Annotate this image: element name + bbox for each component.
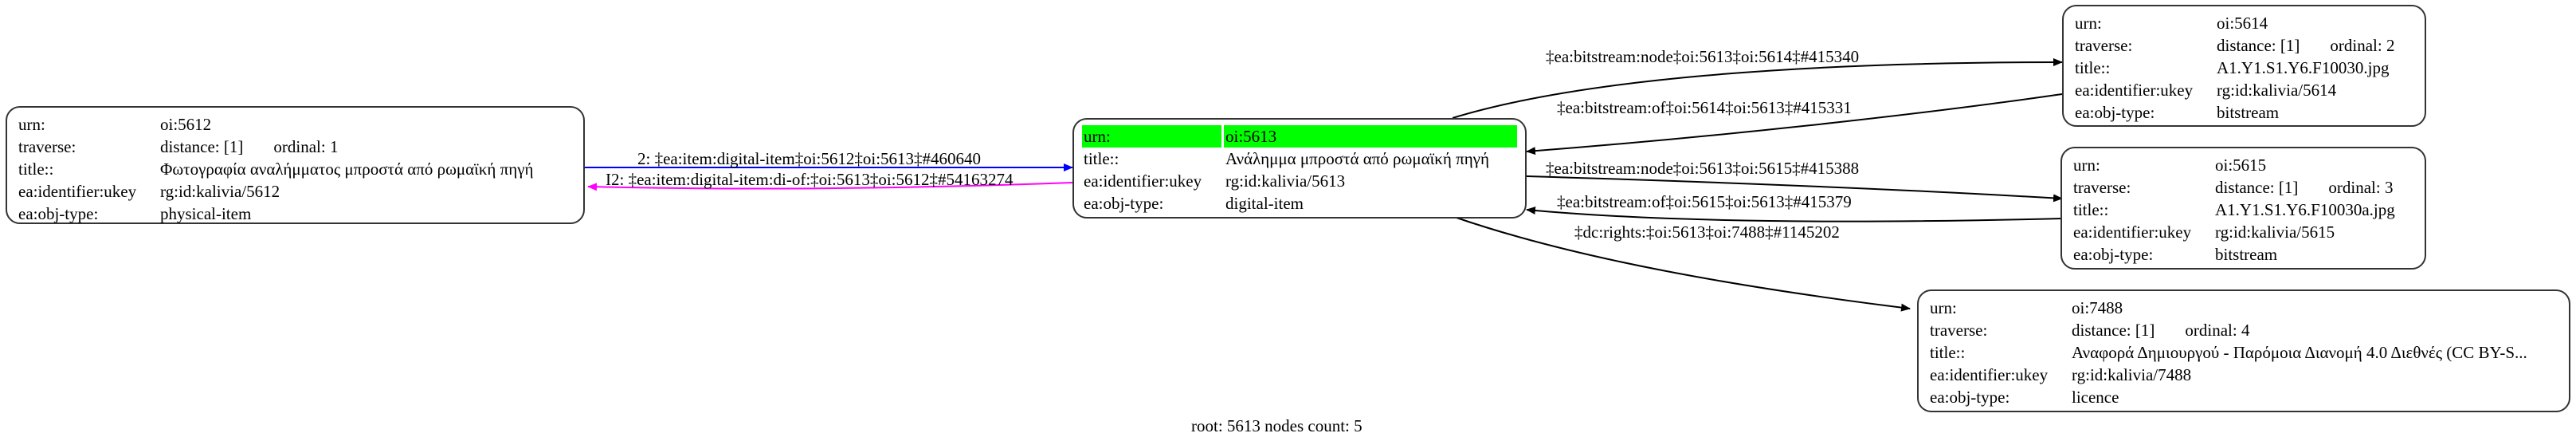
node-5615[interactable]: urn: oi:5615 traverse: distance: [1] ordina… xyxy=(2060,147,2426,270)
obj-type-label: ea:obj-type: xyxy=(1084,194,1164,213)
ukey-label: ea:identifier:ukey xyxy=(18,182,137,201)
obj-type-value: bitstream xyxy=(2215,245,2278,264)
edge-5614-to-5613 xyxy=(1526,93,2063,156)
title-value: A1.Y1.S1.Y6.F10030a.jpg xyxy=(2215,200,2395,219)
edge-label-5613-5612: I2: ‡ea:item:digital-item:di-of:‡oi:5613… xyxy=(606,170,1014,189)
edge-label-5613-5614: ‡ea:bitstream:node‡oi:5613‡oi:5614‡#4153… xyxy=(1546,47,1860,66)
urn-label: urn: xyxy=(1930,298,1957,317)
urn-label: urn: xyxy=(18,115,45,134)
urn-label: urn: xyxy=(2073,156,2100,175)
title-label: title:: xyxy=(2073,200,2109,219)
graph-footer: root: 5613 nodes count: 5 xyxy=(1191,416,1362,435)
urn-value: oi:5614 xyxy=(2217,14,2268,33)
traverse-label: traverse: xyxy=(2075,36,2133,55)
obj-type-label: ea:obj-type: xyxy=(1930,388,2010,407)
node-5614[interactable]: urn: oi:5614 traverse: distance: [1] ordina… xyxy=(2062,5,2426,127)
distance-value: distance: [1] xyxy=(160,137,244,156)
edge-5613-to-5612 xyxy=(587,182,1073,191)
obj-type-label: ea:obj-type: xyxy=(18,204,99,223)
traverse-label: traverse: xyxy=(1930,321,1988,340)
title-value: Ανάλημμα μπροστά από ρωμαϊκή πηγή xyxy=(1225,149,1489,168)
traverse-label: traverse: xyxy=(18,137,76,156)
title-label: title:: xyxy=(1930,343,1966,362)
urn-value: oi:5612 xyxy=(160,115,212,134)
edge-5615-to-5613 xyxy=(1526,207,2063,222)
distance-value: distance: [1] xyxy=(2215,178,2299,197)
ordinal-value: ordinal: 2 xyxy=(2330,36,2395,55)
ordinal-value: ordinal: 1 xyxy=(273,137,339,156)
obj-type-label: ea:obj-type: xyxy=(2073,245,2154,264)
edge-label-5613-5615: ‡ea:bitstream:node‡oi:5613‡oi:5615‡#4153… xyxy=(1546,159,1860,178)
obj-type-value: licence xyxy=(2072,388,2119,407)
ukey-label: ea:identifier:ukey xyxy=(2073,222,2192,242)
ukey-label: ea:identifier:ukey xyxy=(2075,81,2194,100)
obj-type-value: digital-item xyxy=(1225,194,1304,213)
node-5613-root[interactable]: urn:oi:5613 title::Ανάλημμα μπροστά από … xyxy=(1072,118,1527,219)
urn-label: urn: xyxy=(2075,14,2102,33)
ukey-value: rg:id:kalivia/5614 xyxy=(2217,81,2337,100)
title-label: title:: xyxy=(2075,58,2111,77)
urn-value: oi:7488 xyxy=(2072,298,2123,317)
title-label: title:: xyxy=(1084,149,1119,168)
urn-label: urn: xyxy=(1082,125,1221,148)
ordinal-value: ordinal: 3 xyxy=(2328,178,2394,197)
title-value: A1.Y1.S1.Y6.F10030.jpg xyxy=(2217,58,2390,77)
ukey-value: rg:id:kalivia/5615 xyxy=(2215,222,2335,242)
distance-value: distance: [1] xyxy=(2072,321,2155,340)
edge-label-5612-5613: 2: ‡ea:item:digital-item‡oi:5612‡oi:5613… xyxy=(637,149,982,168)
urn-value: oi:5613 xyxy=(1224,125,1517,148)
edge-5613-to-5615 xyxy=(1526,175,2063,203)
title-value: Αναφορά Δημιουργού - Παρόμοια Διανομή 4.… xyxy=(2072,343,2527,362)
node-7488[interactable]: urn: oi:7488 traverse: distance: [1] ordina… xyxy=(1917,289,2570,412)
title-value: Φωτογραφία αναλήμματος μπροστά από ρωμαϊ… xyxy=(160,159,534,179)
ordinal-value: ordinal: 4 xyxy=(2185,321,2250,340)
ukey-value: rg:id:kalivia/7488 xyxy=(2072,365,2192,384)
edge-label-5614-5613: ‡ea:bitstream:of‡oi:5614‡oi:5613‡#415331 xyxy=(1557,98,1852,117)
ukey-value: rg:id:kalivia/5613 xyxy=(1225,171,1346,191)
edge-label-5615-5613: ‡ea:bitstream:of‡oi:5615‡oi:5613‡#415379 xyxy=(1557,192,1852,211)
title-label: title:: xyxy=(18,159,54,179)
traverse-label: traverse: xyxy=(2073,178,2131,197)
obj-type-value: bitstream xyxy=(2217,103,2280,122)
ukey-label: ea:identifier:ukey xyxy=(1084,171,1202,191)
edge-label-5613-7488: ‡dc:rights:‡oi:5613‡oi:7488‡#1145202 xyxy=(1574,222,1840,242)
edge-5613-to-5614 xyxy=(1452,58,2063,119)
obj-type-label: ea:obj-type: xyxy=(2075,103,2155,122)
node-5612[interactable]: urn: oi:5612 traverse: distance: [1] ordina… xyxy=(6,106,585,224)
distance-value: distance: [1] xyxy=(2217,36,2300,55)
ukey-value: rg:id:kalivia/5612 xyxy=(160,182,280,201)
obj-type-value: physical-item xyxy=(160,204,252,223)
ukey-label: ea:identifier:ukey xyxy=(1930,365,2049,384)
edge-5613-to-7488 xyxy=(1456,217,1911,312)
urn-value: oi:5615 xyxy=(2215,156,2267,175)
